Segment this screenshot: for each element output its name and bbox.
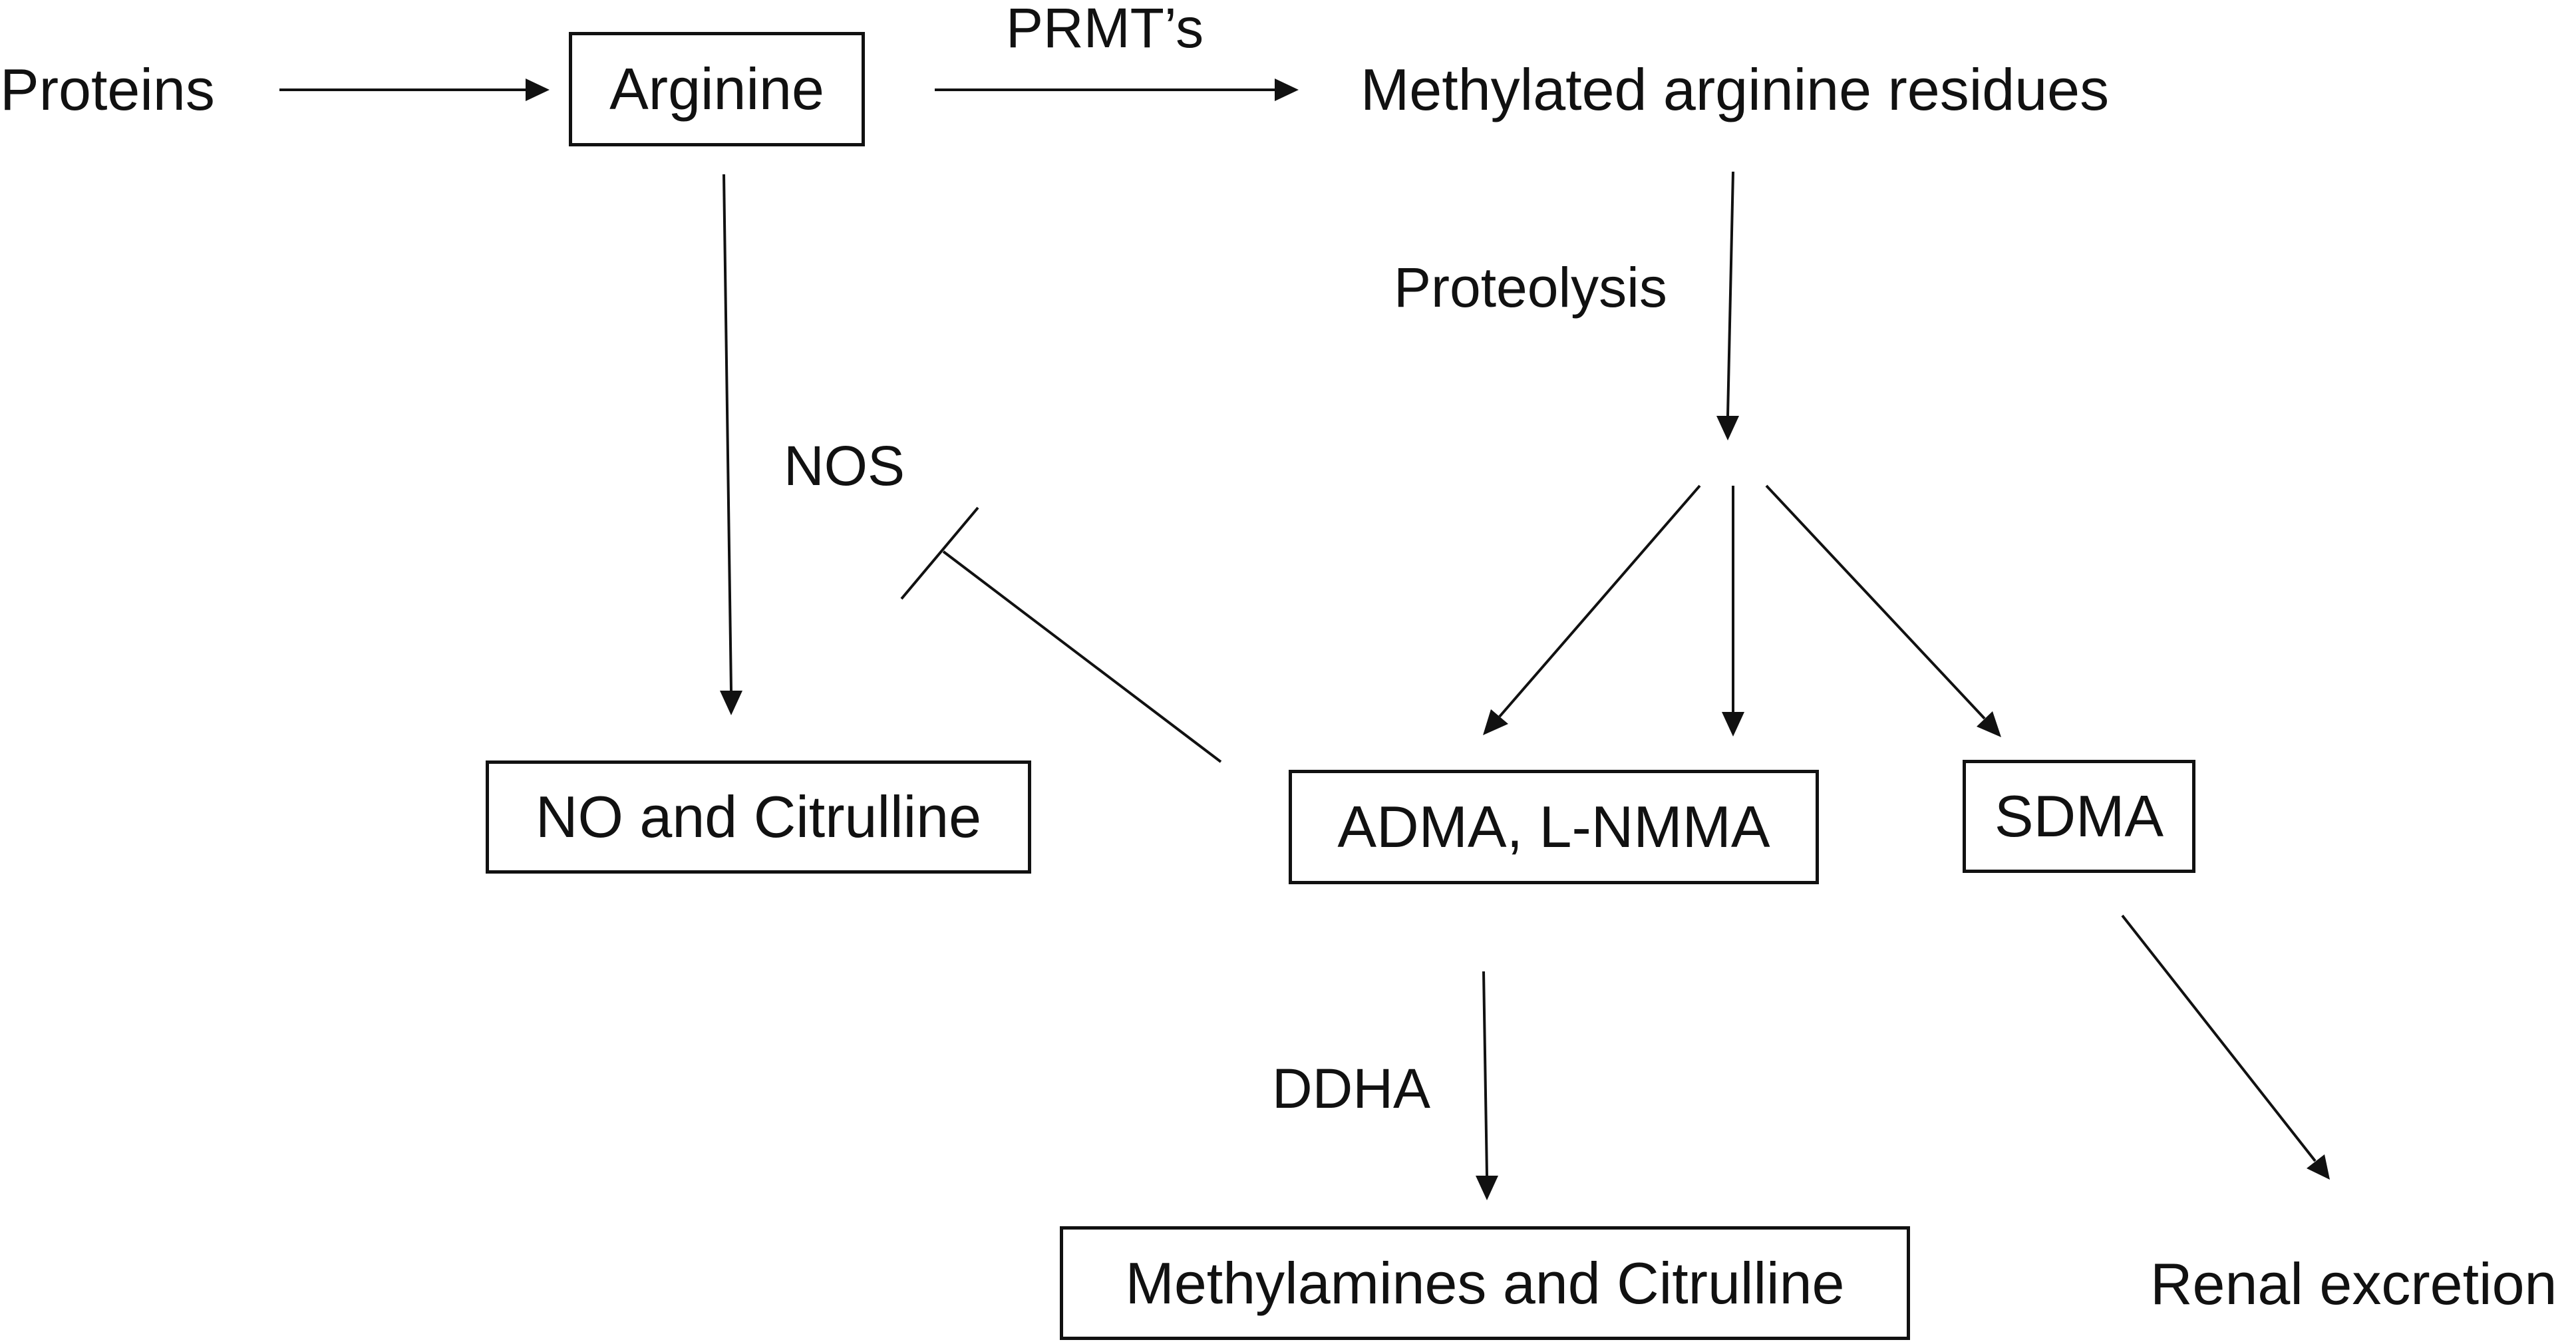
node-arginine-label: Arginine (609, 56, 824, 122)
node-methylamines-and-citrulline: Methylamines and Citrulline (1060, 1226, 1910, 1340)
arrowhead-methylated-to-split (1716, 416, 1739, 440)
node-arginine: Arginine (569, 32, 865, 146)
arrow-adma-to-methylamines (1482, 971, 1488, 1176)
arrowhead-split-to-adma (1483, 709, 1508, 735)
node-methylamines-and-citrulline-label: Methylamines and Citrulline (1125, 1250, 1845, 1316)
label-nos: NOS (784, 434, 905, 497)
arrowhead-arginine-to-methylated (1275, 79, 1299, 101)
arrowhead-split-to-sdma (1977, 711, 2001, 737)
arrow-split-to-sdma (1765, 484, 1986, 720)
node-no-and-citrulline: NO and Citrulline (486, 760, 1031, 874)
arrowhead-arginine-to-no-citrulline (720, 691, 742, 715)
arrow-split-to-adma (1498, 484, 1701, 718)
node-renal-excretion: Renal excretion (2150, 1251, 2557, 1317)
node-no-and-citrulline-label: NO and Citrulline (535, 784, 982, 850)
node-adma-lnmma-label: ADMA, L-NMMA (1337, 794, 1770, 860)
arrow-arginine-to-no-citrulline (723, 174, 732, 691)
node-sdma-label: SDMA (1994, 783, 2164, 849)
node-adma-lnmma: ADMA, L-NMMA (1289, 770, 1819, 884)
label-prmts: PRMT’s (1006, 0, 1204, 59)
node-methylated-arginine-residues: Methylated arginine residues (1361, 57, 2110, 122)
arrowhead-split-to-middle (1722, 712, 1744, 737)
inhibition-bar-nos (900, 506, 979, 600)
node-sdma: SDMA (1963, 760, 2195, 873)
label-ddha: DDHA (1272, 1057, 1431, 1120)
arrow-methylated-to-split (1726, 171, 1734, 417)
arrow-sdma-to-renal (2121, 914, 2317, 1162)
node-proteins: Proteins (0, 57, 215, 122)
arrowhead-adma-to-methylamines (1476, 1176, 1498, 1200)
label-proteolysis: Proteolysis (1394, 256, 1667, 319)
arrowhead-sdma-to-renal (2307, 1154, 2330, 1180)
arrowhead-proteins-to-arginine (526, 79, 550, 101)
inhibition-adma-to-nos (942, 550, 1222, 763)
